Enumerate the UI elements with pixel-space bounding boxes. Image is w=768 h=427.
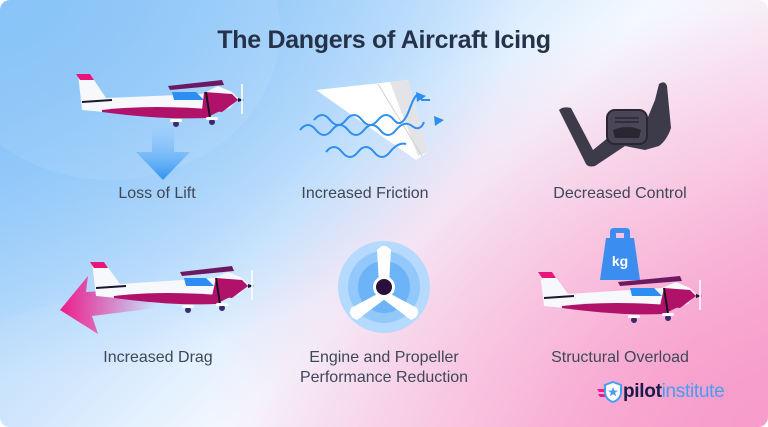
- label-line-1: Engine and Propeller: [309, 349, 459, 366]
- airplane-back-arrow-icon: [60, 262, 254, 334]
- page-title: The Dangers of Aircraft Icing: [217, 26, 551, 54]
- label-line-2: Performance Reduction: [299, 369, 469, 386]
- label-loss-of-lift: Loss of Lift: [118, 185, 196, 202]
- weight-label: kg: [612, 253, 628, 269]
- airplane-shape: [90, 262, 254, 313]
- weight-icon: kg: [600, 228, 640, 280]
- label-structural-overload: Structural Overload: [551, 349, 689, 366]
- logo-text-institute: institute: [661, 381, 725, 402]
- label-decreased-control: Decreased Control: [553, 185, 687, 202]
- airplane-shape: [76, 74, 244, 127]
- airplane-weight-icon: kg: [538, 228, 702, 323]
- label-increased-friction: Increased Friction: [301, 185, 429, 202]
- control-yoke-icon: [559, 82, 671, 167]
- wing-airflow-icon: [299, 80, 444, 160]
- airplane-down-arrow-icon: [76, 74, 244, 180]
- logo-text-pilot: pilot: [623, 381, 662, 402]
- propeller-icon: [338, 241, 430, 333]
- label-increased-drag: Increased Drag: [103, 349, 213, 366]
- shield-star-icon: [597, 381, 622, 403]
- airplane-shape: [538, 272, 702, 323]
- label-engine-propeller: Engine and Propeller Performance Reducti…: [274, 348, 494, 388]
